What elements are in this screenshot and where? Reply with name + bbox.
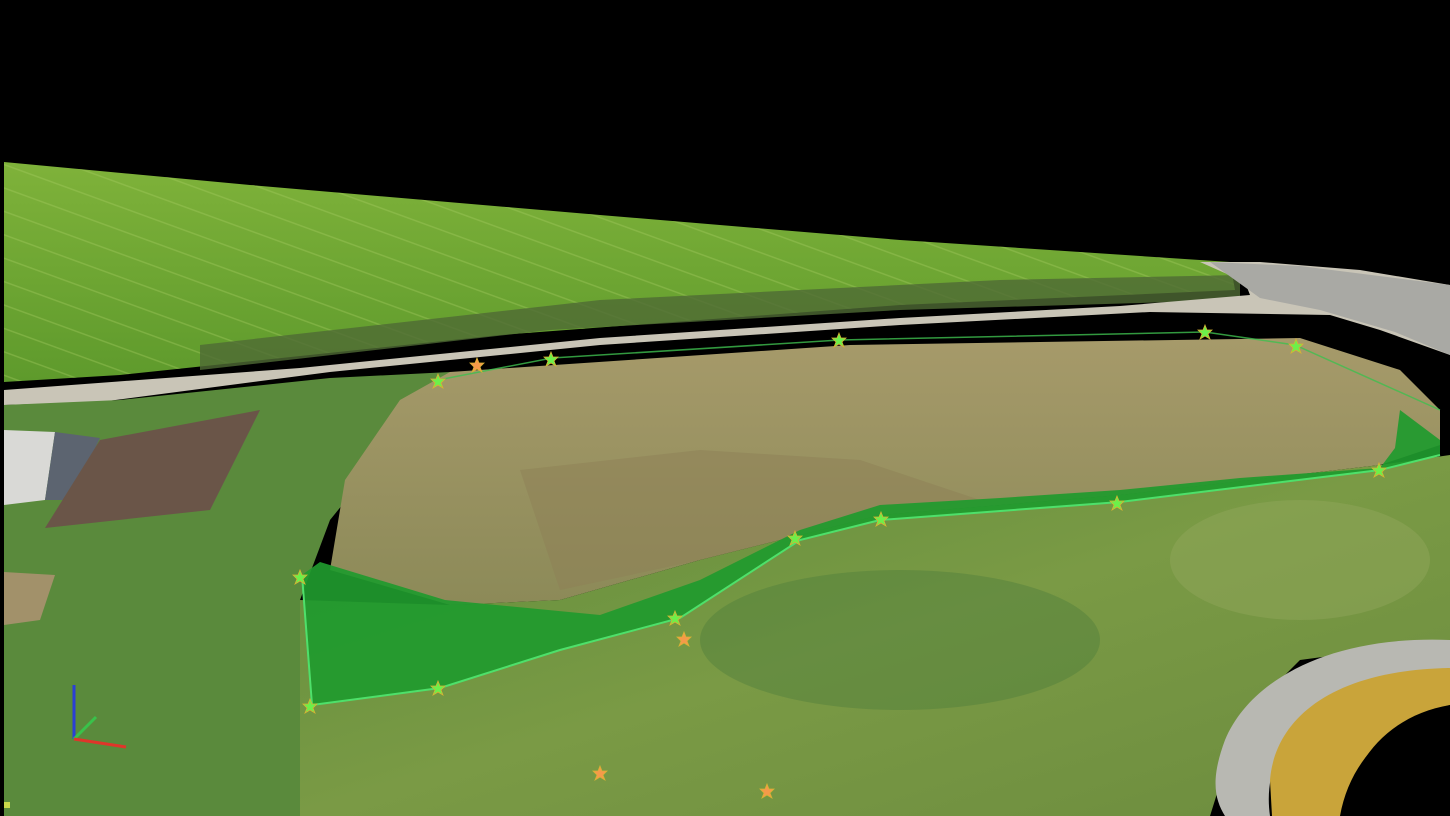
control-point-marker-icon[interactable] <box>873 510 889 527</box>
check-point-marker-icon[interactable] <box>759 782 775 799</box>
control-point-marker-icon[interactable] <box>543 350 559 367</box>
check-point-marker-icon[interactable] <box>676 630 692 647</box>
modeled-surface <box>302 410 1440 705</box>
control-point-marker-icon[interactable] <box>667 609 683 626</box>
check-point-marker-icon[interactable] <box>469 356 485 373</box>
road <box>4 262 1450 405</box>
hedgerow <box>200 275 1240 370</box>
pond-water <box>1345 705 1450 816</box>
control-point-marker-icon[interactable] <box>1288 337 1304 354</box>
control-point-marker-icon[interactable] <box>1197 323 1213 340</box>
control-point-marker-icon[interactable] <box>787 529 803 546</box>
building-wall <box>45 432 100 500</box>
axis-gizmo-icon <box>72 685 127 749</box>
meadow <box>300 455 1450 816</box>
control-point-marker-icon[interactable] <box>292 568 308 585</box>
control-point-marker-icon[interactable] <box>1371 461 1387 478</box>
building-roof <box>4 430 55 505</box>
pond-bank <box>1270 668 1450 816</box>
control-point-marker-icon[interactable] <box>831 331 847 348</box>
control-point-marker-icon[interactable] <box>1109 494 1125 511</box>
bare-patch <box>4 572 55 625</box>
control-points <box>292 323 1387 714</box>
road-junction <box>1210 262 1450 355</box>
pond-rim <box>1215 639 1450 816</box>
dirt-patch <box>45 410 260 528</box>
control-point-marker-icon[interactable] <box>302 697 318 714</box>
check-points <box>469 356 775 799</box>
check-point-marker-icon[interactable] <box>592 764 608 781</box>
control-point-marker-icon[interactable] <box>430 679 446 696</box>
control-point-marker-icon[interactable] <box>430 372 446 389</box>
surface-edge <box>301 454 1441 707</box>
